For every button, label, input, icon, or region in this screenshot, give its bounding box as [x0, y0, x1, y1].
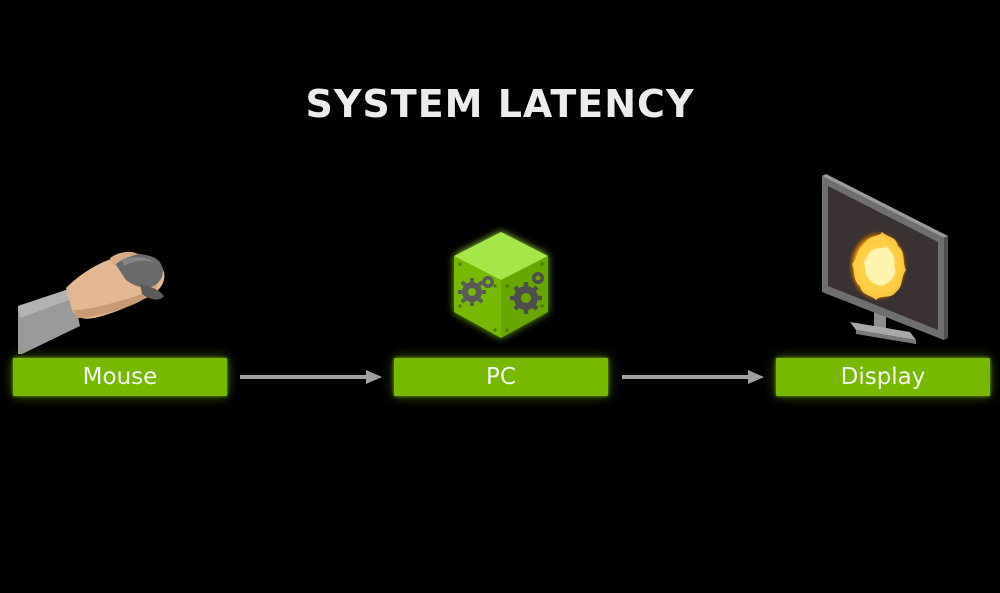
gear-cube-icon [454, 232, 548, 338]
stage-display-label: Display [840, 364, 926, 390]
stage-pc-box: PC [394, 358, 608, 396]
stage-pc-label: PC [486, 364, 516, 390]
monitor-explosion-icon [822, 174, 948, 344]
stage-mouse-box: Mouse [13, 358, 227, 396]
stage-display-box: Display [776, 358, 990, 396]
arrow-right-icon [622, 370, 764, 384]
stage-mouse-label: Mouse [82, 364, 158, 390]
arrow-right-icon [240, 370, 382, 384]
page-title: SYSTEM LATENCY [305, 82, 695, 126]
hand-on-mouse-icon [18, 251, 165, 354]
